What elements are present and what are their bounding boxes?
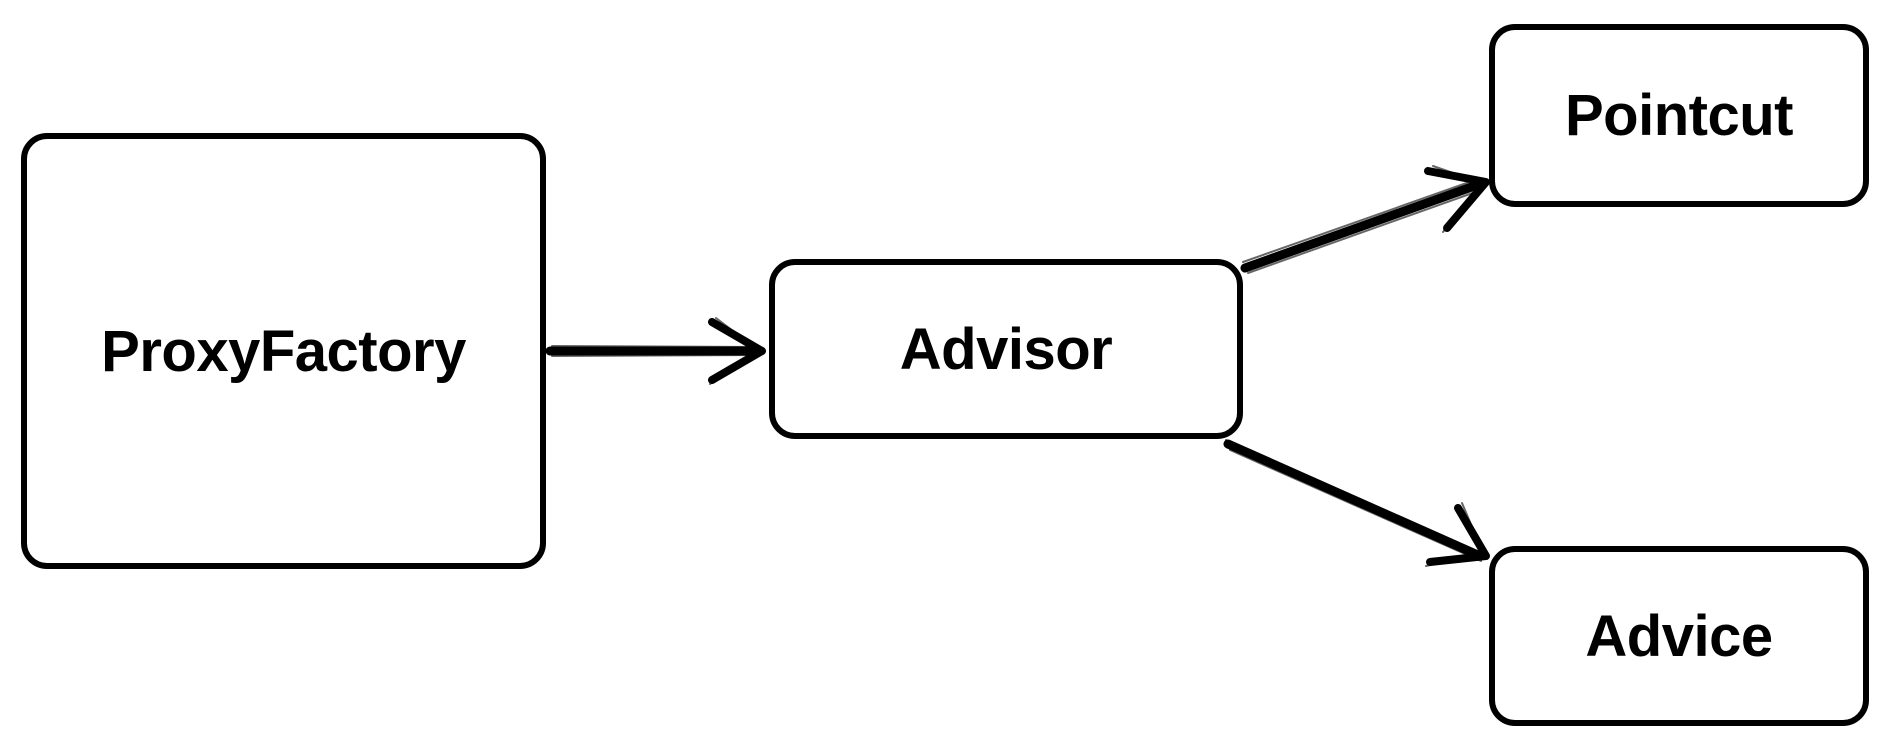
advisor-label: Advisor bbox=[899, 316, 1113, 382]
advice-box: Advice bbox=[1489, 546, 1869, 726]
proxyfactory-box: ProxyFactory bbox=[21, 133, 546, 569]
proxyfactory-label: ProxyFactory bbox=[101, 318, 466, 384]
pointcut-label: Pointcut bbox=[1565, 83, 1793, 148]
arrow-advisor-to-advice bbox=[1223, 439, 1490, 567]
arrow-advisor-to-pointcut bbox=[1240, 165, 1490, 274]
arrow-proxyfactory-to-advisor bbox=[545, 317, 766, 385]
advice-label: Advice bbox=[1585, 603, 1773, 669]
pointcut-box: Pointcut bbox=[1489, 24, 1869, 207]
advisor-box: Advisor bbox=[769, 259, 1243, 439]
